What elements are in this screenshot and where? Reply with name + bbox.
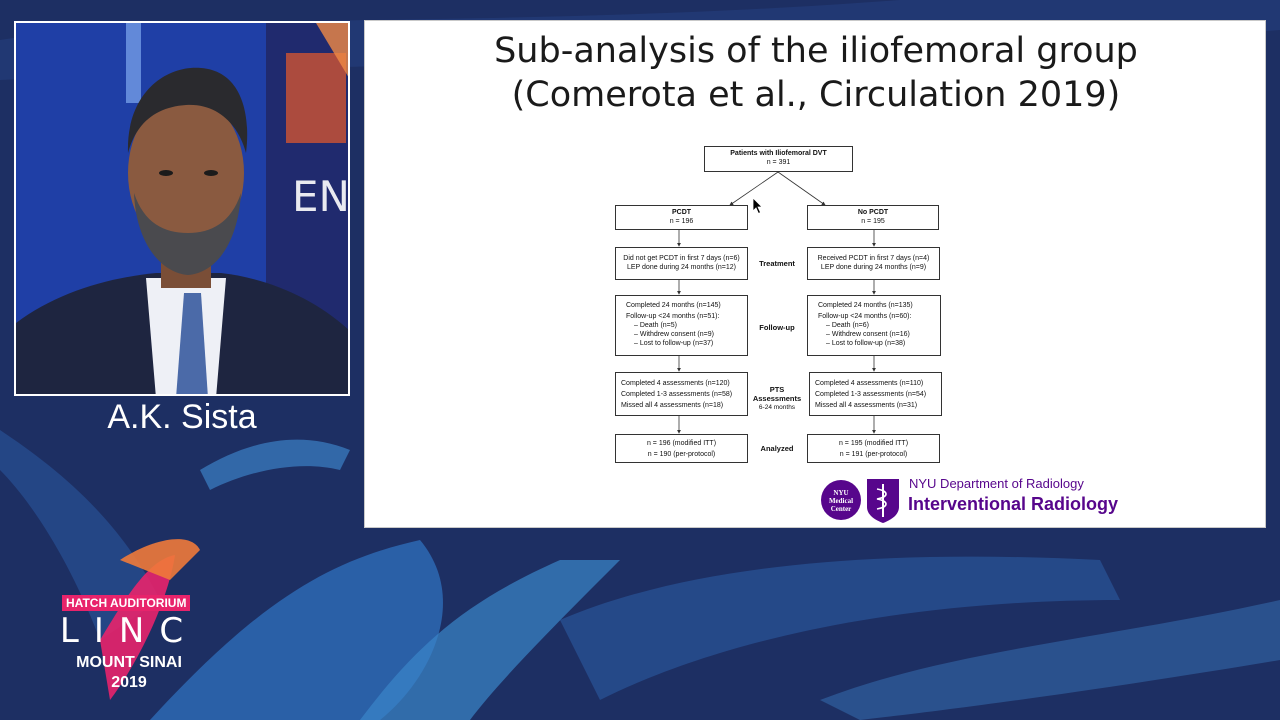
slide-title-line1: Sub-analysis of the iliofemoral group <box>494 31 1138 71</box>
no-pcdt-pts-line: Completed 4 assessments (n=110) <box>815 380 924 387</box>
seal-line: Medical <box>828 497 854 505</box>
flowchart-root-box: Patients with Iliofemoral DVT n = 391 <box>704 146 853 172</box>
stage-pts-line3: 6-24 months <box>758 404 796 411</box>
seal-line: NYU <box>833 489 849 497</box>
no-pcdt-analyzed-line: n = 191 (per-protocol) <box>839 451 908 458</box>
no-pcdt-followup-completed: Completed 24 months (n=135) <box>818 302 913 309</box>
root-title: Patients with Iliofemoral DVT <box>730 150 827 157</box>
pcdt-pts-line: Completed 1-3 assessments (n=58) <box>621 391 733 398</box>
slide-title-line2: (Comerota et al., Circulation 2019) <box>511 75 1121 115</box>
pcdt-analyzed-line: n = 190 (per-protocol) <box>647 451 716 458</box>
event-name: LINC <box>59 611 199 651</box>
speaker-video: ENT 201 <box>14 21 350 396</box>
no-pcdt-pts-line: Completed 1-3 assessments (n=54) <box>815 391 927 398</box>
pcdt-pts-box: Completed 4 assessments (n=120) Complete… <box>615 372 748 416</box>
no-pcdt-analyzed-box: n = 195 (modified ITT) n = 191 (per-prot… <box>807 434 940 463</box>
no-pcdt-treatment-line: LEP done during 24 months (n=9) <box>820 264 927 271</box>
pcdt-pts-line: Completed 4 assessments (n=120) <box>621 380 730 387</box>
no-pcdt-treatment-line: Received PCDT in first 7 days (n=4) <box>817 255 930 262</box>
pcdt-followup-item: – Withdrew consent (n=9) <box>634 331 714 338</box>
event-location: MOUNT SINAI <box>76 654 182 671</box>
no-pcdt-followup-item: – Lost to follow-up (n=38) <box>826 340 906 347</box>
pcdt-header-box: PCDT n = 196 <box>615 205 748 230</box>
pcdt-pts-line: Missed all 4 assessments (n=18) <box>621 402 724 409</box>
flowchart-arrows <box>677 171 876 434</box>
no-pcdt-followup-box: Completed 24 months (n=135) Follow-up <2… <box>807 295 941 356</box>
linc-event-logo: HATCH AUDITORIUM LINC MOUNT SINAI 2019 <box>56 592 202 696</box>
mouse-cursor-icon <box>752 197 763 215</box>
no-pcdt-analyzed-line: n = 195 (modified ITT) <box>838 440 909 447</box>
no-pcdt-followup-item: – Withdrew consent (n=16) <box>826 331 910 338</box>
pcdt-followup-lt24: Follow-up <24 months (n=51): <box>626 313 720 320</box>
pcdt-followup-completed: Completed 24 months (n=145) <box>626 302 721 309</box>
no-pcdt-title: No PCDT <box>857 209 889 216</box>
no-pcdt-treatment-box: Received PCDT in first 7 days (n=4) LEP … <box>807 247 940 280</box>
backdrop-text: ENT 201 <box>292 172 350 221</box>
no-pcdt-n: n = 195 <box>861 218 885 225</box>
caduceus-icon <box>867 479 899 523</box>
nyu-department-label: NYU Department of Radiology <box>909 476 1084 491</box>
pcdt-title: PCDT <box>671 209 692 216</box>
stage-pts: PTS Assessments 6-24 months <box>742 385 812 412</box>
pcdt-treatment-box: Did not get PCDT in first 7 days (n=6) L… <box>615 247 748 280</box>
stage-pts-line1: PTS <box>769 385 785 394</box>
consort-flowchart: Patients with Iliofemoral DVT n = 391 PC… <box>365 21 1267 529</box>
no-pcdt-pts-box: Completed 4 assessments (n=110) Complete… <box>809 372 942 416</box>
venue-label: HATCH AUDITORIUM <box>62 595 191 611</box>
stage-followup: Follow-up <box>759 323 795 332</box>
stage-pts-line2: Assessments <box>752 394 802 403</box>
pcdt-followup-item: – Death (n=5) <box>634 322 677 329</box>
no-pcdt-pts-line: Missed all 4 assessments (n=31) <box>815 402 918 409</box>
interventional-radiology-label: Interventional Radiology <box>908 494 1119 514</box>
speaker-portrait: ENT 201 <box>16 23 350 394</box>
stage-analyzed: Analyzed <box>760 444 794 453</box>
nyu-medical-center-seal: NYU Medical Center <box>821 480 861 520</box>
speaker-name: A.K. Sista <box>107 398 257 436</box>
no-pcdt-followup-item: – Death (n=6) <box>826 322 869 329</box>
pcdt-followup-item: – Lost to follow-up (n=37) <box>634 340 714 347</box>
pcdt-analyzed-line: n = 196 (modified ITT) <box>646 440 717 447</box>
pcdt-treatment-line: LEP done during 24 months (n=12) <box>626 264 737 271</box>
slide-title: Sub-analysis of the iliofemoral group (C… <box>365 29 1267 117</box>
pcdt-n: n = 196 <box>669 218 694 225</box>
presentation-slide: Sub-analysis of the iliofemoral group (C… <box>364 20 1266 528</box>
pcdt-analyzed-box: n = 196 (modified ITT) n = 190 (per-prot… <box>615 434 748 463</box>
pcdt-followup-box: Completed 24 months (n=145) Follow-up <2… <box>615 295 748 356</box>
event-year: 2019 <box>111 674 147 691</box>
stage-treatment: Treatment <box>759 259 795 268</box>
seal-line: Center <box>830 505 852 513</box>
no-pcdt-followup-lt24: Follow-up <24 months (n=60): <box>818 313 912 320</box>
root-n: n = 391 <box>766 159 791 166</box>
no-pcdt-header-box: No PCDT n = 195 <box>807 205 939 230</box>
pcdt-treatment-line: Did not get PCDT in first 7 days (n=6) <box>623 255 740 262</box>
